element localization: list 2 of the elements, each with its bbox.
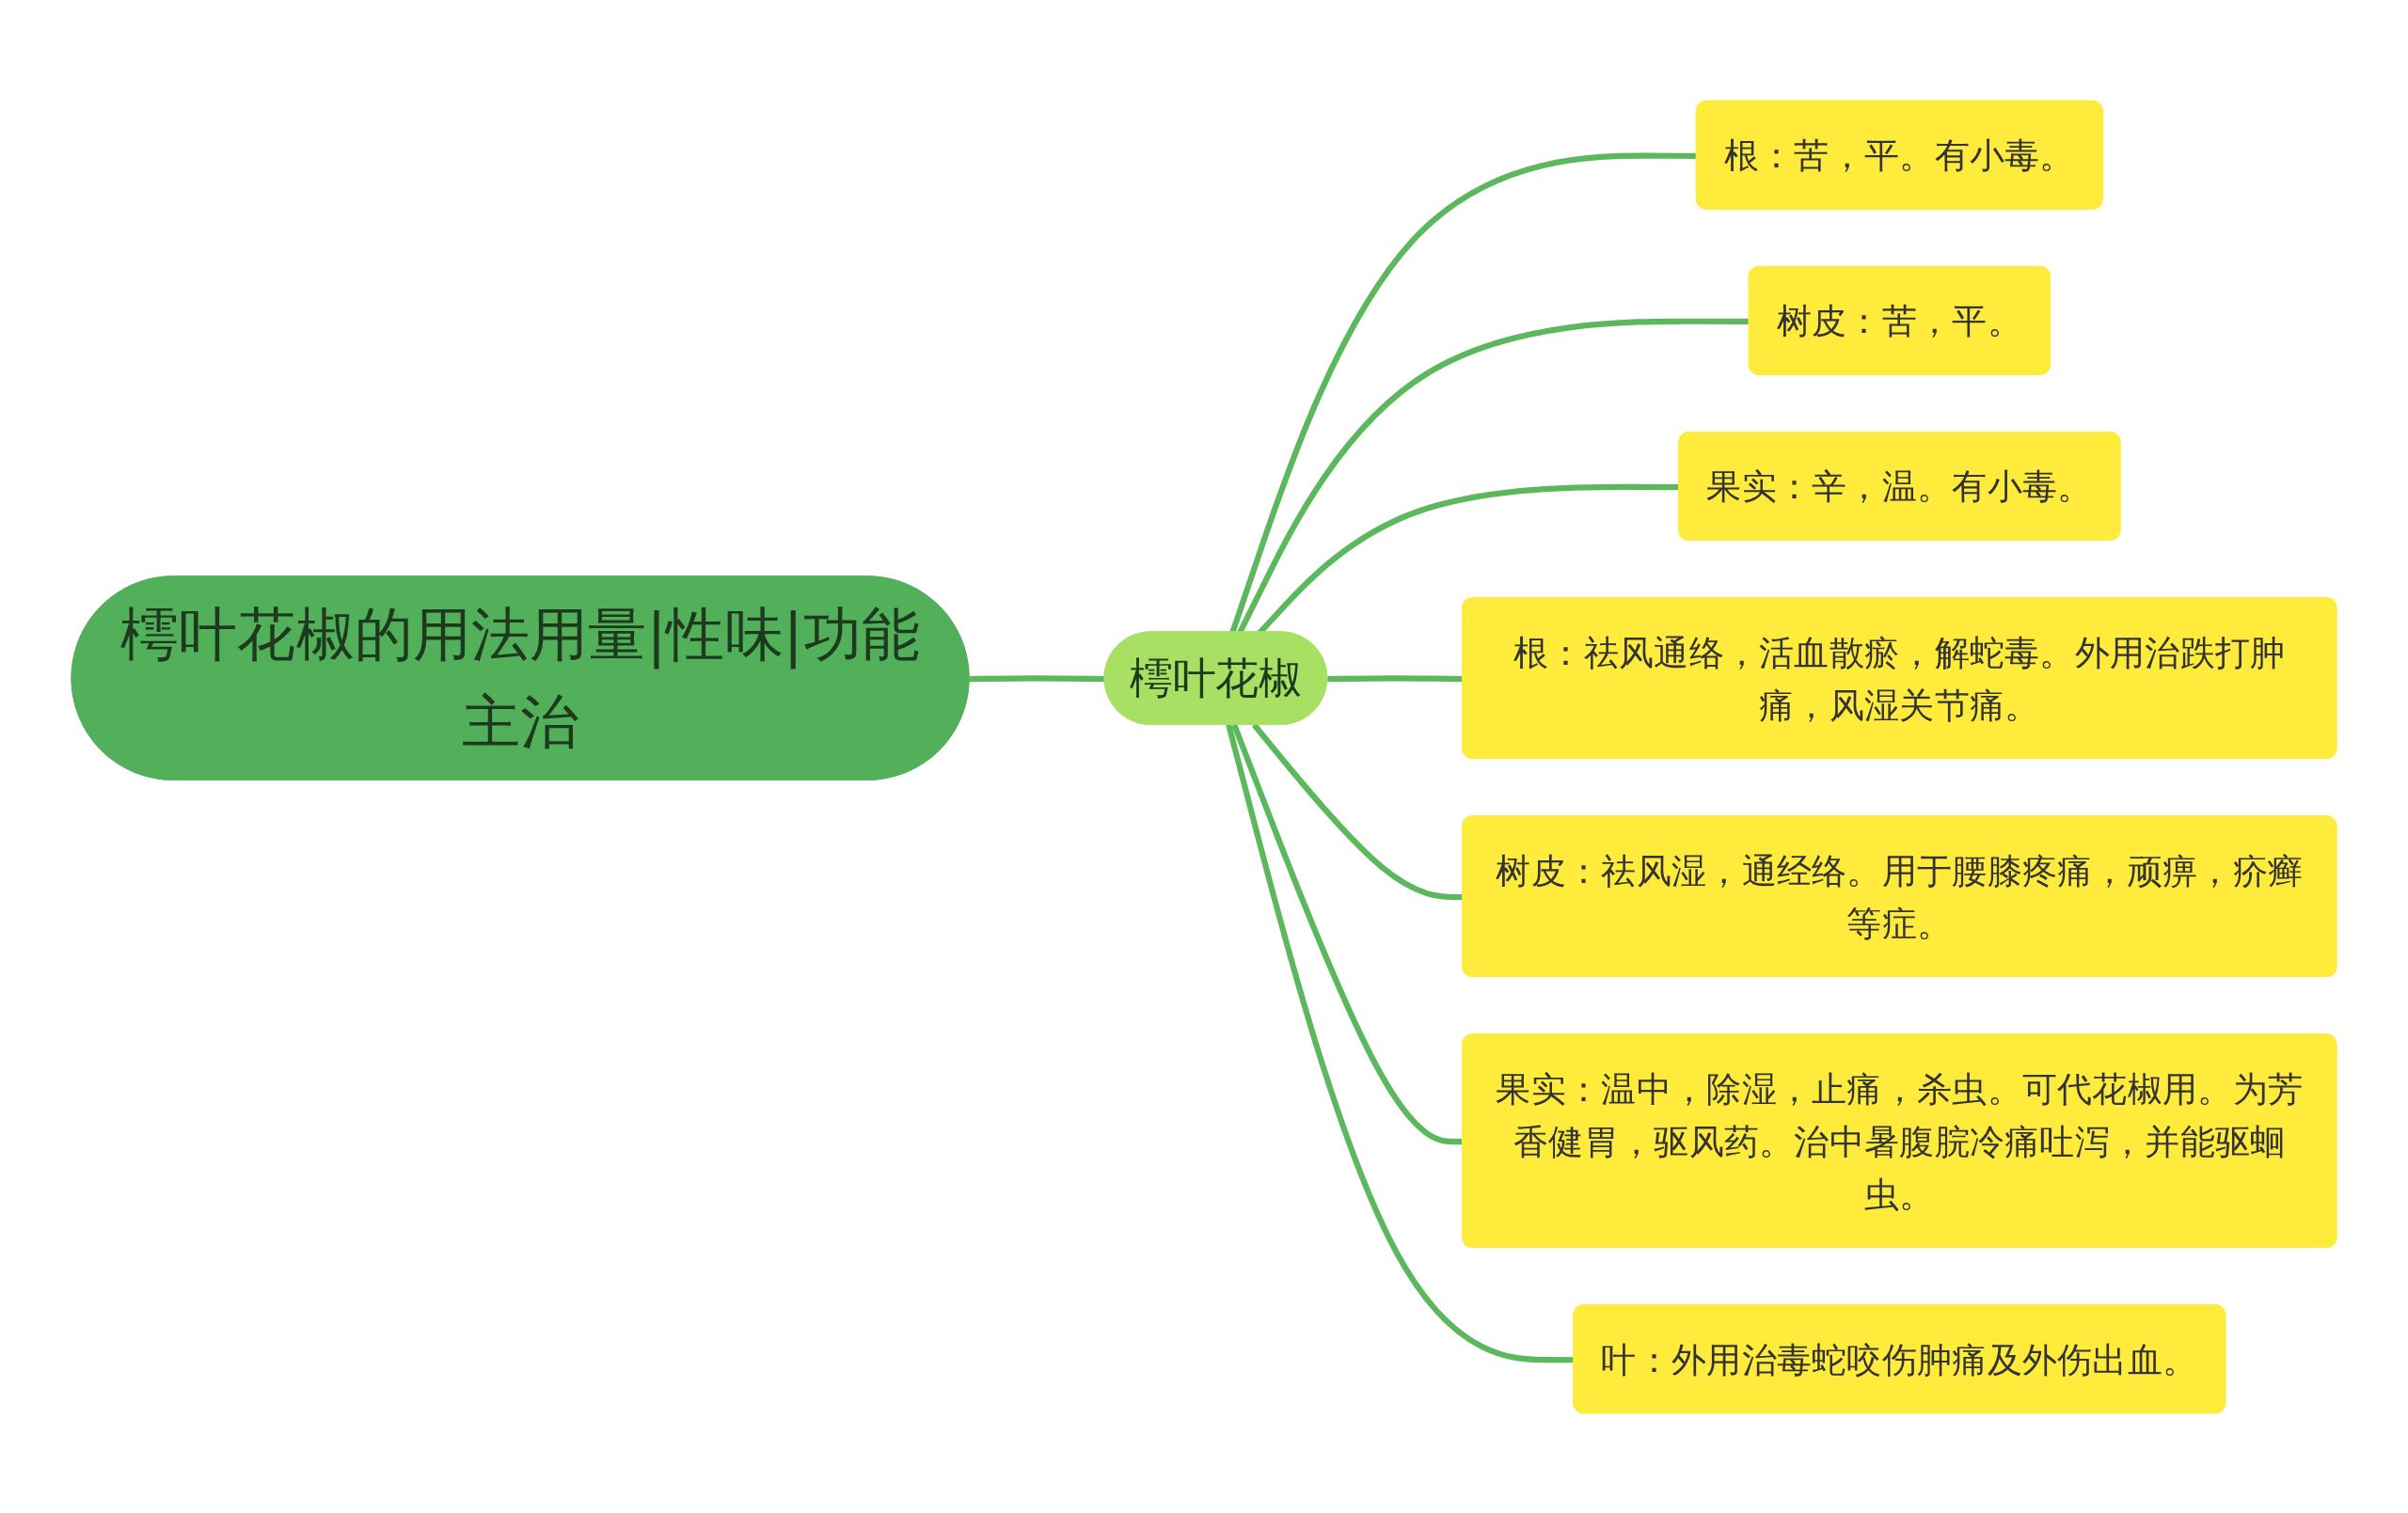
connector <box>1251 722 1465 900</box>
connector <box>1231 723 1465 1144</box>
